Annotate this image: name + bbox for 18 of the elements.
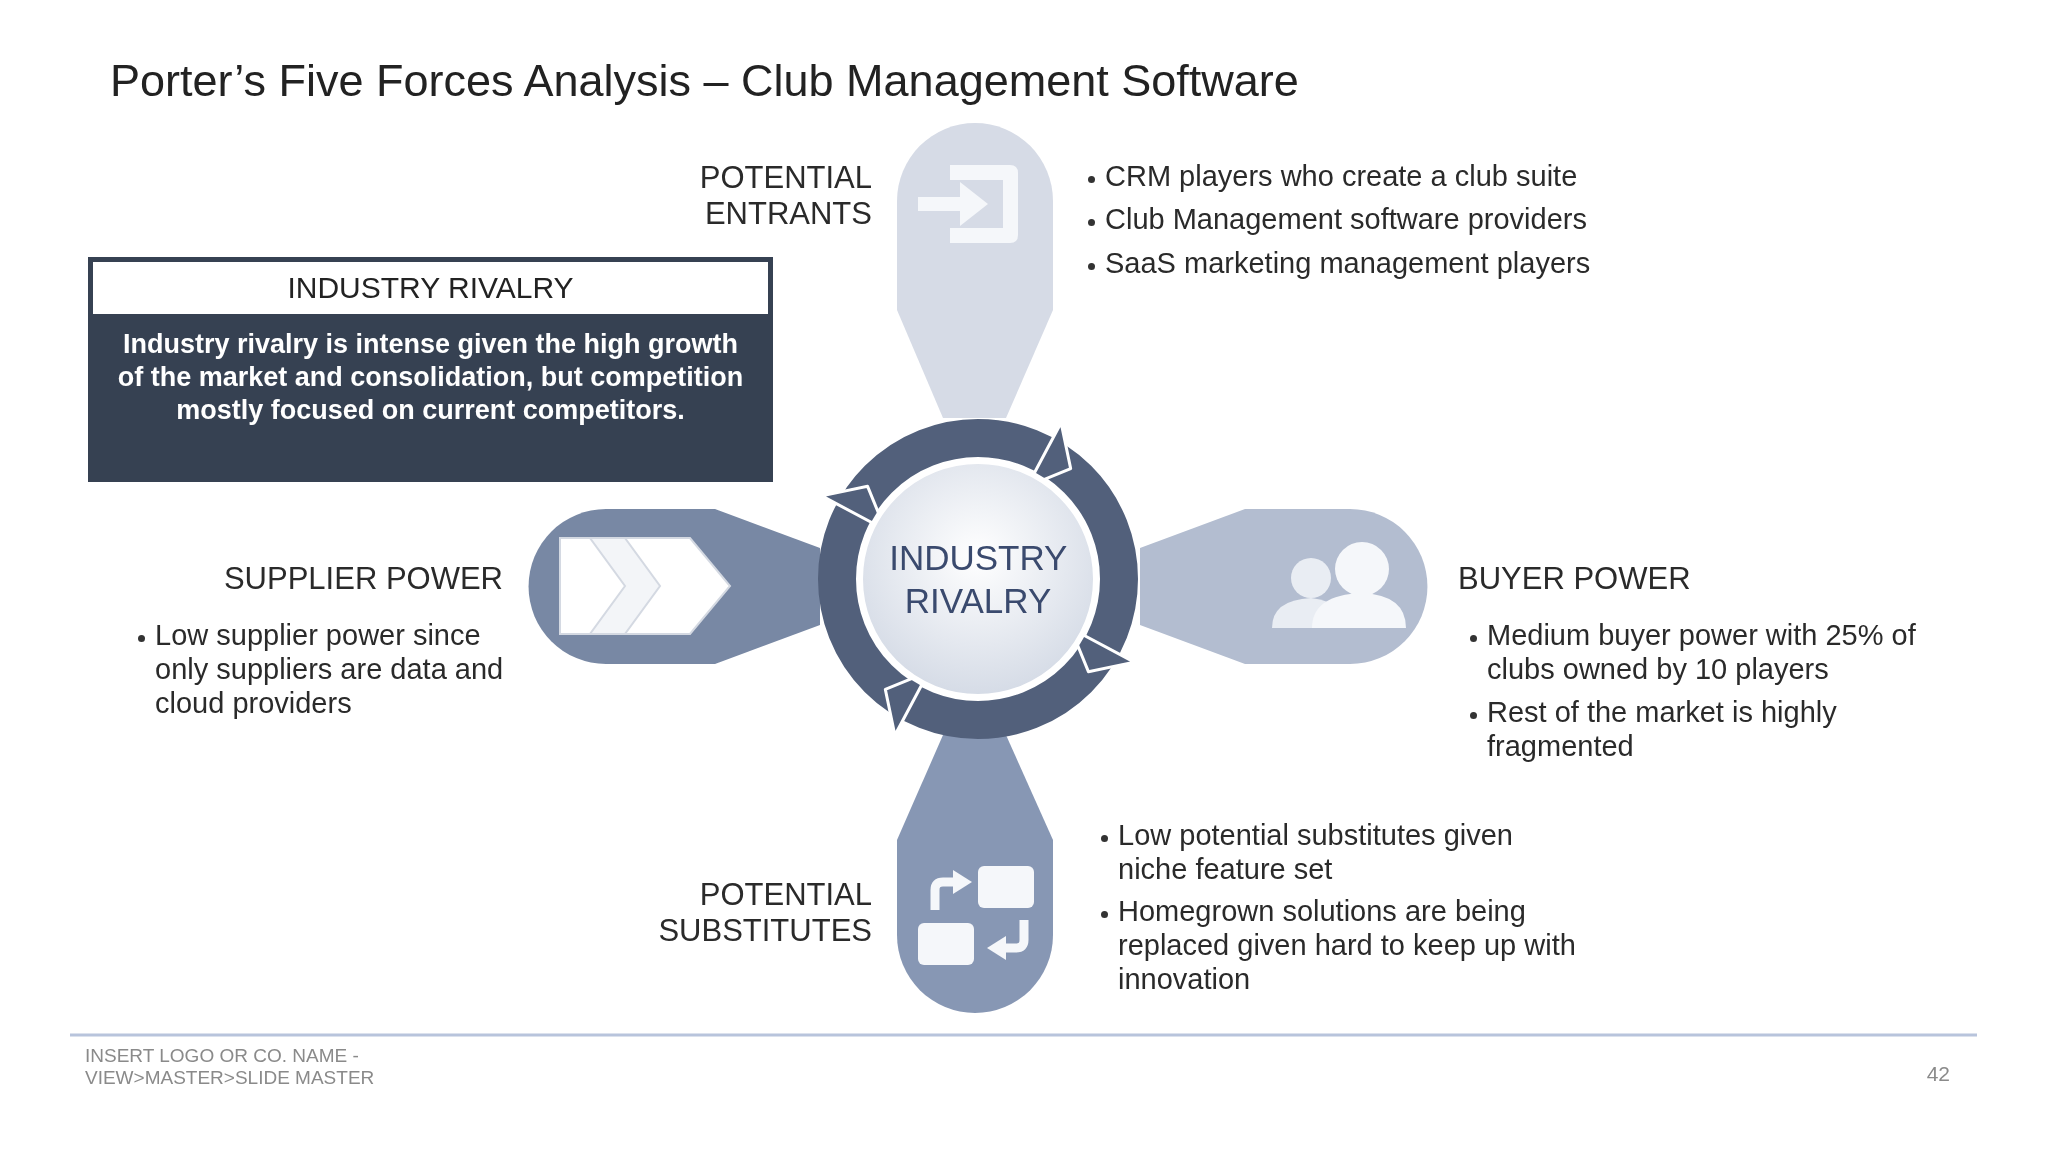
- force-heading: SUPPLIER POWER: [222, 561, 503, 598]
- card-heading: INDUSTRY RIVALRY: [91, 260, 770, 316]
- bullet-text: Low supplier power since only suppliers are data and cloud providers: [155, 619, 505, 721]
- bullet-text: Homegrown solutions are being replaced given hard to keep up with innovation: [1118, 895, 1577, 997]
- card-body: Industry rivalry is intense given the high growth of the market and consolidation, but competition mostly focused on current competitors.: [116, 328, 745, 427]
- bullet-text: Medium buyer power with 25% of clubs owned by 10 players: [1487, 619, 1917, 687]
- bullet-text: Club Management software providers: [1105, 203, 1588, 237]
- force-heading: BUYER POWER: [1458, 561, 1692, 598]
- slide-title: Porter’s Five Forces Analysis – Club Management Software: [110, 55, 1299, 107]
- bullet-text: Low potential substitutes given niche feature set: [1118, 819, 1514, 887]
- bullet-text: Rest of the market is highly fragmented: [1487, 696, 1838, 764]
- page-number: 42: [1925, 1062, 1950, 1087]
- footer-text: INSERT LOGO OR CO. NAME - VIEW>MASTER>SLIDE MASTER: [85, 1045, 376, 1090]
- force-heading: POTENTIAL ENTRANTS: [698, 160, 872, 233]
- force-heading: POTENTIAL SUBSTITUTES: [657, 877, 872, 950]
- rivalry-card: [88, 257, 773, 482]
- bullet-text: SaaS marketing management players: [1105, 247, 1592, 281]
- bullet-text: CRM players who create a club suite: [1105, 160, 1579, 194]
